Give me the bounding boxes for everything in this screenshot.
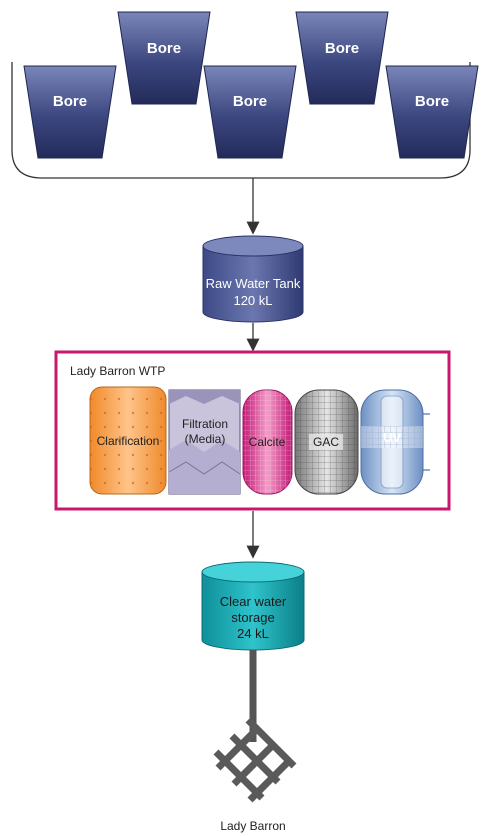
filtration-unit: Filtration (Media) (168, 389, 241, 495)
gac-unit: GAC (294, 389, 359, 495)
uv-label: UV (383, 430, 401, 445)
filtration-label-line1: Filtration (182, 417, 228, 431)
raw-tank-label-line2: 120 kL (233, 293, 272, 308)
bore-label: Bore (53, 93, 87, 110)
calcite-unit: Calcite (242, 389, 293, 495)
calcite-label: Calcite (249, 435, 286, 449)
bore-header-bracket (11, 62, 471, 179)
clear-tank-label-line3: 24 kL (237, 626, 269, 641)
clear-water-storage-tank: Clear water storage 24 kL (201, 561, 305, 651)
bore-3: Bore (203, 65, 297, 159)
clarification-unit: Clarification (89, 386, 167, 495)
reticulation-network-icon (213, 717, 297, 803)
filtration-label-line2: (Media) (185, 432, 226, 446)
uv-unit: UV (360, 389, 430, 495)
clarification-label: Clarification (97, 434, 160, 448)
wtp-title: Lady Barron WTP (70, 364, 165, 378)
clear-tank-label-line1: Clear water (220, 594, 287, 609)
bore-2: Bore (117, 11, 211, 105)
town-label: Lady Barron (220, 819, 285, 833)
raw-water-tank: Raw Water Tank 120 kL (202, 235, 304, 323)
clear-tank-label-line2: storage (231, 610, 274, 625)
gac-label: GAC (313, 435, 339, 449)
bore-4: Bore (295, 11, 389, 105)
bore-label: Bore (325, 40, 359, 57)
bore-5: Bore (385, 65, 479, 159)
bore-label: Bore (233, 93, 267, 110)
bore-label: Bore (147, 40, 181, 57)
bore-label: Bore (415, 93, 449, 110)
bore-1: Bore (23, 65, 117, 159)
raw-tank-label-line1: Raw Water Tank (206, 276, 301, 291)
